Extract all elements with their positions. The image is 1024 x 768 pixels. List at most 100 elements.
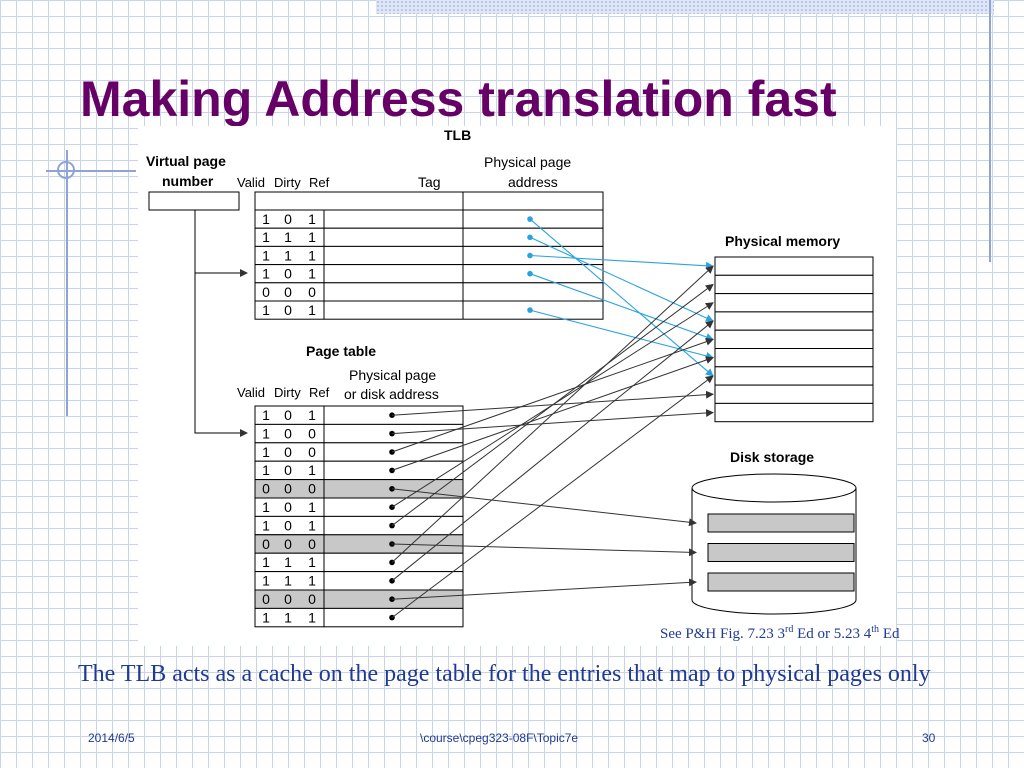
memory-frame — [714, 274, 874, 295]
physical-memory-title: Physical memory — [725, 233, 840, 249]
tlb-bit: 1 — [262, 211, 270, 227]
tlb-header-dirty: Dirty — [274, 175, 301, 190]
virtual-page-label-line2: number — [162, 173, 214, 189]
tlb-bit: 1 — [308, 211, 316, 227]
tlb-header-valid: Valid — [237, 175, 265, 190]
pt-bit: 0 — [284, 462, 292, 478]
pt-to-memory-arrow — [391, 375, 714, 618]
tlb-header-ref: Ref — [309, 175, 330, 190]
tlb-bit: 1 — [284, 229, 292, 245]
address-translation-figure: Virtual page number TLB Valid Dirty Ref … — [138, 126, 896, 646]
pt-bit: 1 — [308, 499, 316, 515]
pt-to-disk-arrow — [391, 488, 697, 527]
tlb-header-row — [254, 191, 604, 211]
pt-bit: 1 — [262, 444, 270, 460]
tlb-bit: 1 — [308, 302, 316, 318]
tlb-diagram: Virtual page number TLB Valid Dirty Ref … — [146, 127, 874, 628]
tlb-to-memory-arrow — [529, 254, 714, 270]
disk-block — [707, 543, 855, 562]
right-accent-line — [989, 0, 991, 262]
disk-block — [707, 572, 855, 592]
pt-bit: 1 — [308, 554, 316, 570]
tlb-bit: 0 — [284, 302, 292, 318]
tlb-bit: 0 — [284, 266, 292, 282]
pt-bit: 1 — [284, 554, 292, 570]
pt-bit: 1 — [262, 462, 270, 478]
pt-bit: 0 — [284, 407, 292, 423]
pt-header-phys-line1: Physical page — [349, 367, 436, 383]
pt-bit: 1 — [284, 609, 292, 625]
pt-bit: 1 — [262, 554, 270, 570]
tlb-bit: 1 — [262, 229, 270, 245]
pt-bit: 1 — [262, 609, 270, 625]
memory-frame — [714, 402, 874, 423]
pt-to-memory-arrow — [391, 320, 714, 582]
tlb-header-tag: Tag — [418, 174, 441, 190]
translation-arrows — [389, 216, 714, 621]
pt-entry-dot — [389, 430, 395, 437]
pt-header-phys-line2: or disk address — [344, 386, 439, 402]
memory-frame — [714, 293, 874, 313]
tlb-bit: 0 — [308, 284, 316, 300]
tlb-bit: 1 — [262, 302, 270, 318]
pt-bit: 1 — [262, 425, 270, 441]
pt-bit: 1 — [308, 462, 316, 478]
pt-to-memory-arrow — [391, 265, 714, 563]
virtual-page-number-box — [148, 191, 240, 211]
tlb-bit: 1 — [284, 247, 292, 263]
pt-bit: 0 — [284, 536, 292, 552]
pt-bit: 0 — [284, 517, 292, 533]
left-accent-line — [66, 150, 68, 416]
tlb-bit: 0 — [262, 284, 270, 300]
pt-bit: 0 — [284, 425, 292, 441]
pt-bit: 0 — [284, 481, 292, 497]
tlb-bit: 1 — [262, 247, 270, 263]
footer-date: 2014/6/5 — [88, 731, 135, 745]
pt-bit: 1 — [308, 573, 316, 589]
vpn-to-tlb-arrow — [194, 210, 248, 277]
pt-header-ref: Ref — [309, 385, 330, 400]
pt-bit: 1 — [308, 407, 316, 423]
pt-bit: 1 — [262, 573, 270, 589]
pt-entry-dot — [389, 467, 395, 474]
tlb-bit: 1 — [308, 266, 316, 282]
pt-bit: 0 — [284, 591, 292, 607]
tlb-header-phys-line1: Physical page — [484, 154, 571, 170]
pt-header-valid: Valid — [237, 385, 265, 400]
pt-bit: 0 — [262, 481, 270, 497]
pt-bit: 1 — [262, 517, 270, 533]
pt-bit: 0 — [284, 444, 292, 460]
pt-bit: 0 — [262, 591, 270, 607]
pt-to-disk-arrow — [391, 578, 697, 600]
pt-bit: 0 — [308, 444, 316, 460]
pt-bit: 1 — [284, 573, 292, 589]
left-accent-crossbar — [46, 170, 136, 172]
footer-path: \course\cpeg323-08F\Topic7e — [420, 731, 579, 745]
pt-to-memory-arrow — [391, 337, 714, 453]
pt-bit: 0 — [308, 591, 316, 607]
slide-title: Making Address translation fast — [80, 71, 837, 127]
disk-storage-title: Disk storage — [730, 449, 814, 465]
memory-frame — [714, 256, 874, 276]
memory-frame — [714, 348, 874, 368]
tlb-bit: 0 — [284, 284, 292, 300]
top-dotted-band — [376, 0, 994, 14]
pt-bit: 0 — [262, 536, 270, 552]
disk-blocks — [707, 513, 855, 592]
tlb-bit: 0 — [284, 211, 292, 227]
